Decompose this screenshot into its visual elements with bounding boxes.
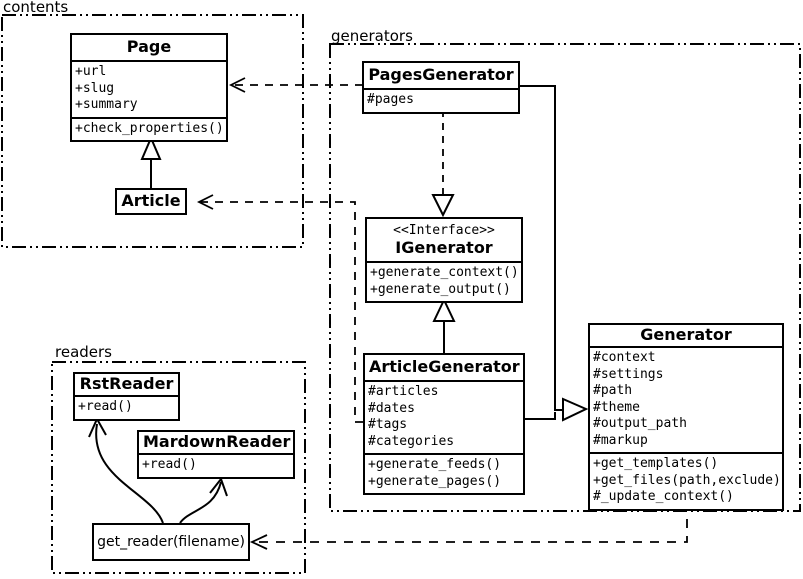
class-pagesgenerator-attributes: #pages bbox=[364, 88, 518, 112]
node-get-reader: get_reader(filename) bbox=[92, 523, 250, 561]
arrow-getreader-to-rstreader-line bbox=[95, 423, 164, 524]
attr-slug: +slug bbox=[75, 80, 115, 96]
class-article: Article bbox=[115, 188, 187, 215]
dependency-pagesgenerator-to-page-arrowhead bbox=[228, 77, 246, 93]
class-mardownreader-title: MardownReader bbox=[143, 432, 291, 451]
class-igenerator: <<Interface>> IGenerator +generate_conte… bbox=[365, 217, 523, 303]
arrow-getreader-to-rstreader-arrowhead bbox=[88, 416, 107, 438]
attr-dates: #dates bbox=[368, 400, 415, 416]
method-generate-output: +generate_output() bbox=[370, 281, 511, 297]
class-page-title: Page bbox=[126, 37, 172, 56]
attr-context: #context bbox=[593, 350, 656, 365]
realization-pagesgenerator-to-igenerator-triangle bbox=[431, 194, 455, 218]
inheritance-articlegenerator-to-igenerator-triangle bbox=[432, 297, 456, 322]
method-generate-feeds: +generate_feeds() bbox=[368, 457, 502, 472]
package-generators-border bbox=[329, 43, 801, 512]
arrow-getreader-to-mardownreader-arrowhead bbox=[209, 476, 228, 497]
dependency-articlegenerator-to-article-line bbox=[201, 201, 363, 423]
class-mardownreader: MardownReader +read() bbox=[137, 430, 295, 479]
package-generators-label: generators bbox=[331, 27, 413, 45]
class-igenerator-title: IGenerator bbox=[395, 238, 493, 257]
class-articlegenerator: ArticleGenerator #articles #dates #tags … bbox=[363, 353, 525, 495]
method-update-context: #_update_context() bbox=[593, 489, 734, 504]
class-generator-attributes: #context #settings #path #theme #output_… bbox=[590, 346, 782, 452]
attr-theme: #theme bbox=[593, 399, 640, 415]
class-page-attributes: +url +slug +summary bbox=[72, 60, 226, 117]
package-contents-label: contents bbox=[3, 0, 69, 16]
class-articlegenerator-title: ArticleGenerator bbox=[369, 357, 520, 376]
method-read: +read() bbox=[78, 399, 133, 414]
class-articlegenerator-attributes: #articles #dates #tags #categories bbox=[365, 380, 523, 453]
method-generate-pages: +generate_pages() bbox=[368, 473, 502, 489]
class-rstreader: RstReader +read() bbox=[73, 372, 180, 421]
class-generator-methods: +get_templates() +get_files(path,exclude… bbox=[590, 452, 782, 509]
package-readers-border bbox=[51, 361, 306, 574]
dependency-articlegenerator-to-article-arrowhead bbox=[196, 194, 214, 210]
inheritance-article-to-page-triangle bbox=[140, 135, 162, 160]
class-article-title: Article bbox=[121, 191, 181, 210]
class-rstreader-title: RstReader bbox=[79, 374, 174, 393]
node-get-reader-label: get_reader(filename) bbox=[97, 534, 245, 550]
class-articlegenerator-methods: +generate_feeds() +generate_pages() bbox=[365, 453, 523, 493]
method-get-templates: +get_templates() bbox=[593, 456, 719, 471]
attr-categories: #categories bbox=[368, 433, 455, 449]
dependency-generator-to-getreader-arrowhead bbox=[249, 534, 268, 550]
attr-markup: #markup bbox=[593, 432, 648, 448]
dependency-generator-to-getreader-line bbox=[254, 502, 688, 543]
attr-articles: #articles bbox=[368, 384, 439, 399]
class-rstreader-methods: +read() bbox=[75, 395, 178, 419]
attr-settings: #settings bbox=[593, 366, 664, 382]
package-contents-border bbox=[1, 14, 304, 248]
class-page-methods: +check_properties() bbox=[72, 116, 226, 141]
class-generator-title: Generator bbox=[640, 325, 732, 344]
class-igenerator-methods: +generate_context() +generate_output() bbox=[367, 261, 521, 301]
attr-summary: +summary bbox=[75, 97, 138, 112]
inheritance-articlegenerator-to-generator-line bbox=[525, 412, 556, 420]
arrow-getreader-to-mardownreader-line bbox=[179, 481, 222, 524]
class-pagesgenerator: PagesGenerator #pages bbox=[362, 61, 520, 114]
class-mardownreader-methods: +read() bbox=[139, 453, 293, 477]
attr-tags: #tags bbox=[368, 417, 408, 432]
attr-url: +url bbox=[75, 64, 107, 79]
class-page: Page +url +slug +summary +check_properti… bbox=[70, 33, 228, 142]
attr-path: #path bbox=[593, 383, 633, 398]
class-igenerator-stereotype: <<Interface>> bbox=[393, 223, 495, 238]
method-read: +read() bbox=[142, 457, 197, 472]
method-generate-context: +generate_context() bbox=[370, 265, 519, 280]
class-generator: Generator #context #settings #path #them… bbox=[588, 323, 784, 511]
method-get-files: +get_files(path,exclude) bbox=[593, 472, 781, 488]
inheritance-to-generator-triangle bbox=[562, 397, 589, 422]
class-pagesgenerator-title: PagesGenerator bbox=[368, 65, 514, 84]
method-check-properties: +check_properties() bbox=[75, 120, 224, 136]
attr-output-path: #output_path bbox=[593, 416, 687, 431]
package-readers-label: readers bbox=[55, 343, 112, 361]
inheritance-pagesgenerator-to-generator-line bbox=[520, 85, 563, 411]
attr-pages: #pages bbox=[367, 92, 414, 107]
